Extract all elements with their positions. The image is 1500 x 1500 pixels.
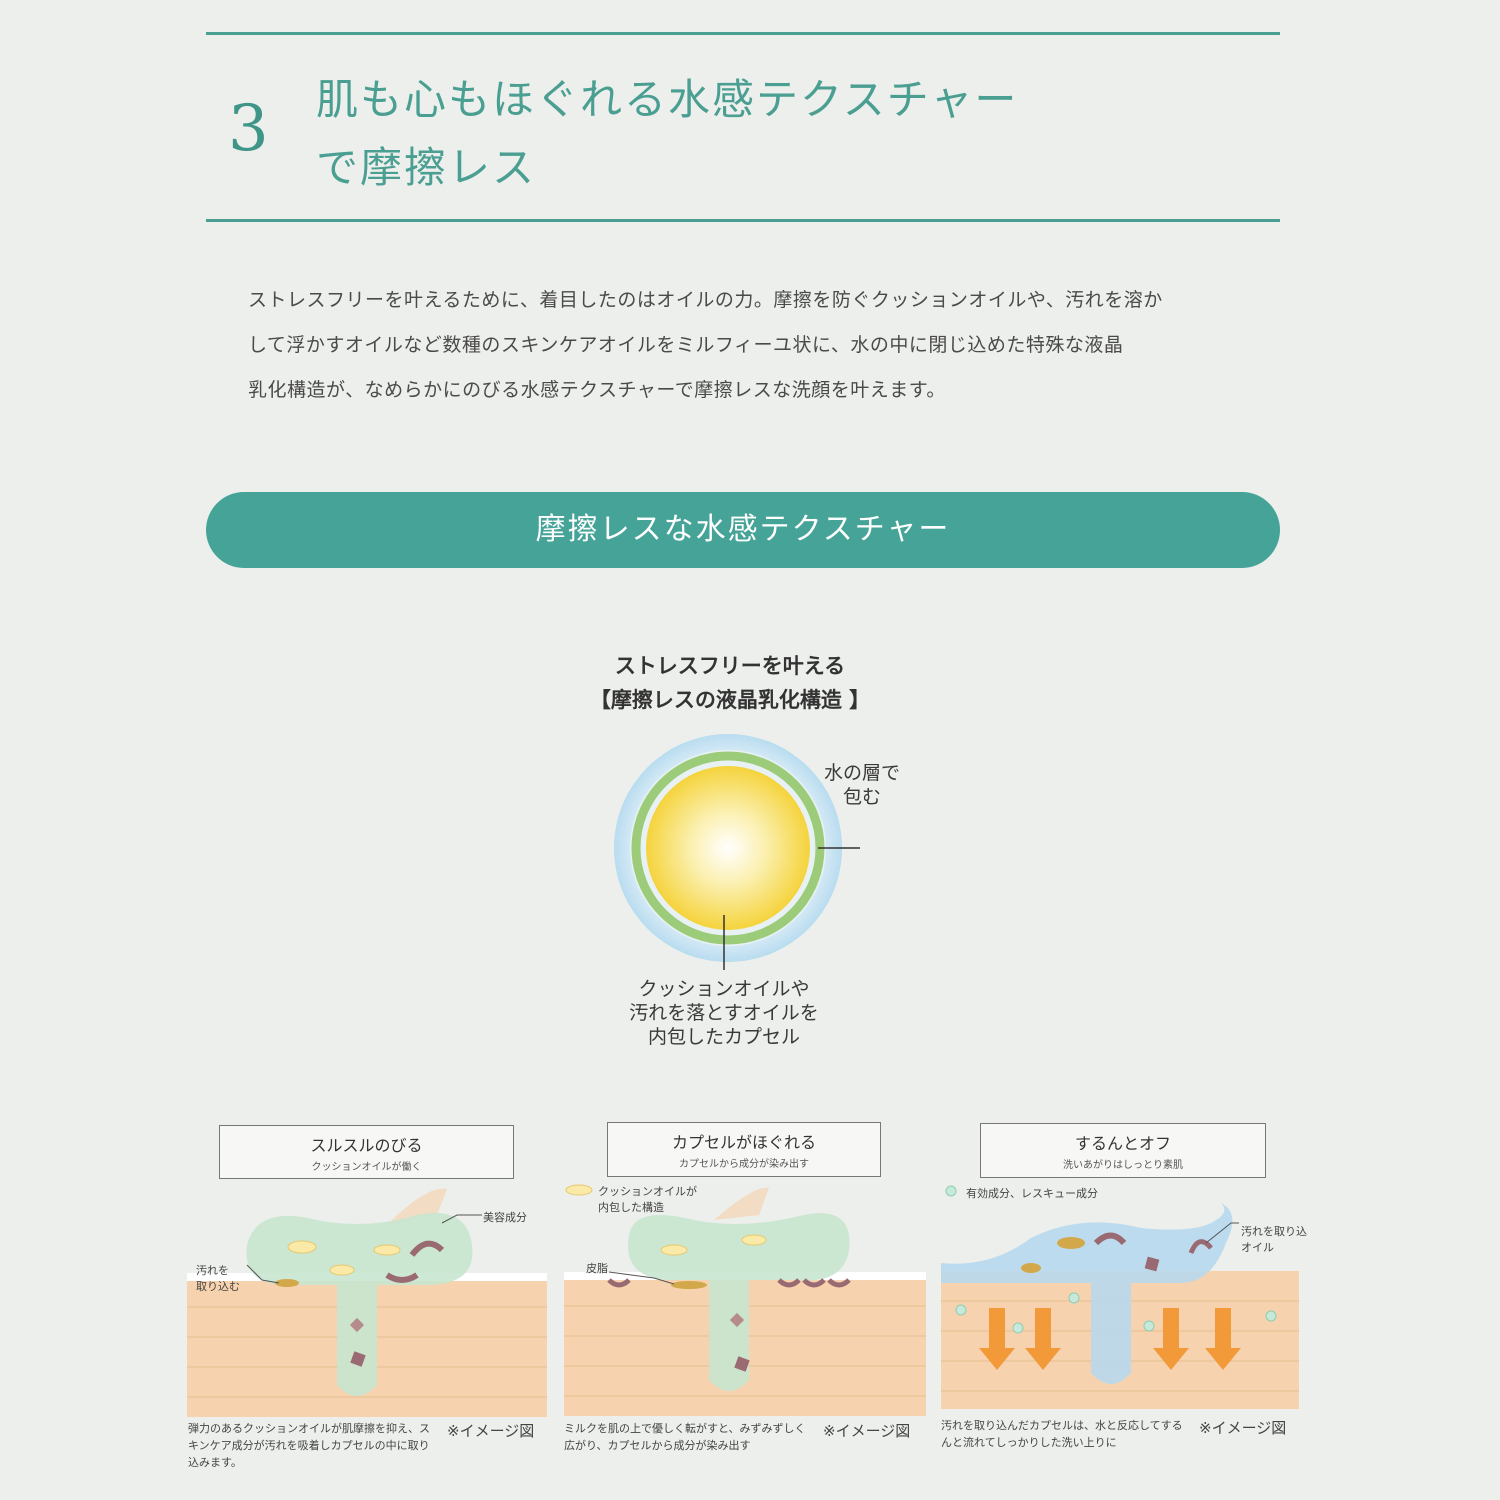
step1-caption: 弾力のあるクッションオイルが肌摩擦を抑え、スキンケア成分が汚れを吸着しカプセルの… (188, 1422, 430, 1469)
step3-label-oil-line2: オイル (1241, 1241, 1274, 1254)
water-label-line2: 包む (842, 786, 881, 808)
step2-legend-line1: クッションオイルが (598, 1185, 697, 1198)
step2-caption: ミルクを肌の上で優しく転がすと、みずみずしく広がり、カプセルから成分が染み出す (564, 1422, 806, 1452)
step1-subtitle: クッションオイルが働く (311, 1162, 422, 1173)
step2-label-sebum: 皮脂 (586, 1262, 608, 1275)
capsule-label-line2: 汚れを落とすオイルを (629, 1002, 819, 1024)
step2-note: ※イメージ図 (823, 1422, 911, 1440)
capsule-label-line1: クッションオイルや (638, 978, 810, 1000)
step3-legend: 有効成分、レスキュー成分 (966, 1187, 1098, 1200)
step3-caption: 汚れを取り込んだカプセルは、水と反応してするんと流れてしっかりした洗い上りに (941, 1419, 1183, 1449)
step1-label-dirt-line2: 取り込む (196, 1280, 240, 1293)
top-rule (206, 32, 1280, 35)
step3-label-oil-line1: 汚れを取り込 (1241, 1225, 1307, 1238)
step1-title: スルスルのびる (310, 1136, 423, 1155)
step1-note: ※イメージ図 (447, 1422, 535, 1440)
body-text-line3: 乳化構造が、なめらかにのびる水感テクスチャーで摩擦レスな洗顔を叶えます。 (248, 379, 946, 401)
capsule-diagram (614, 734, 860, 970)
body-text-line2: して浮かすオイルなど数種のスキンケアオイルをミルフィーユ状に、水の中に閉じ込めた… (248, 334, 1124, 356)
bottom-rule (206, 219, 1280, 222)
capsule-core (646, 766, 810, 930)
step2-title-box: カプセルがほぐれる カプセルから成分が染み出す (607, 1122, 881, 1177)
structure-title-line1: ストレスフリーを叶える (614, 654, 846, 678)
step1-title-box: スルスルのびる クッションオイルが働く (219, 1125, 514, 1179)
step2-title: カプセルがほぐれる (671, 1133, 816, 1152)
step3-note: ※イメージ図 (1199, 1419, 1287, 1437)
step1-illustration (187, 1188, 547, 1417)
step3-title-box: するんとオフ 洗いあがりはしっとり素肌 (980, 1123, 1266, 1178)
section-title-line2: で摩擦レス (316, 143, 537, 192)
section-title-line1: 肌も心もほぐれる水感テクスチャー (316, 75, 1019, 124)
section-banner: 摩擦レスな水感テクスチャー (206, 492, 1280, 568)
water-label-line1: 水の層で (823, 762, 900, 784)
step2-subtitle: カプセルから成分が染み出す (679, 1159, 809, 1170)
step3-illustration (941, 1185, 1299, 1409)
step3-title: するんとオフ (1074, 1134, 1171, 1153)
section-number: 3 (228, 92, 269, 166)
step3-subtitle: 洗いあがりはしっとり素肌 (1063, 1160, 1183, 1171)
body-text-line1: ストレスフリーを叶えるために、着目したのはオイルの力。摩擦を防ぐクッションオイル… (248, 289, 1163, 311)
step2-illustration (564, 1184, 926, 1416)
step1-label-dirt-line1: 汚れを (196, 1264, 229, 1277)
step1-label-beauty: 美容成分 (483, 1211, 527, 1224)
step2-legend-line2: 内包した構造 (598, 1201, 664, 1214)
structure-title-line2: 【摩擦レスの液晶乳化構造 】 (589, 688, 871, 712)
capsule-label-line3: 内包したカプセル (647, 1026, 800, 1048)
